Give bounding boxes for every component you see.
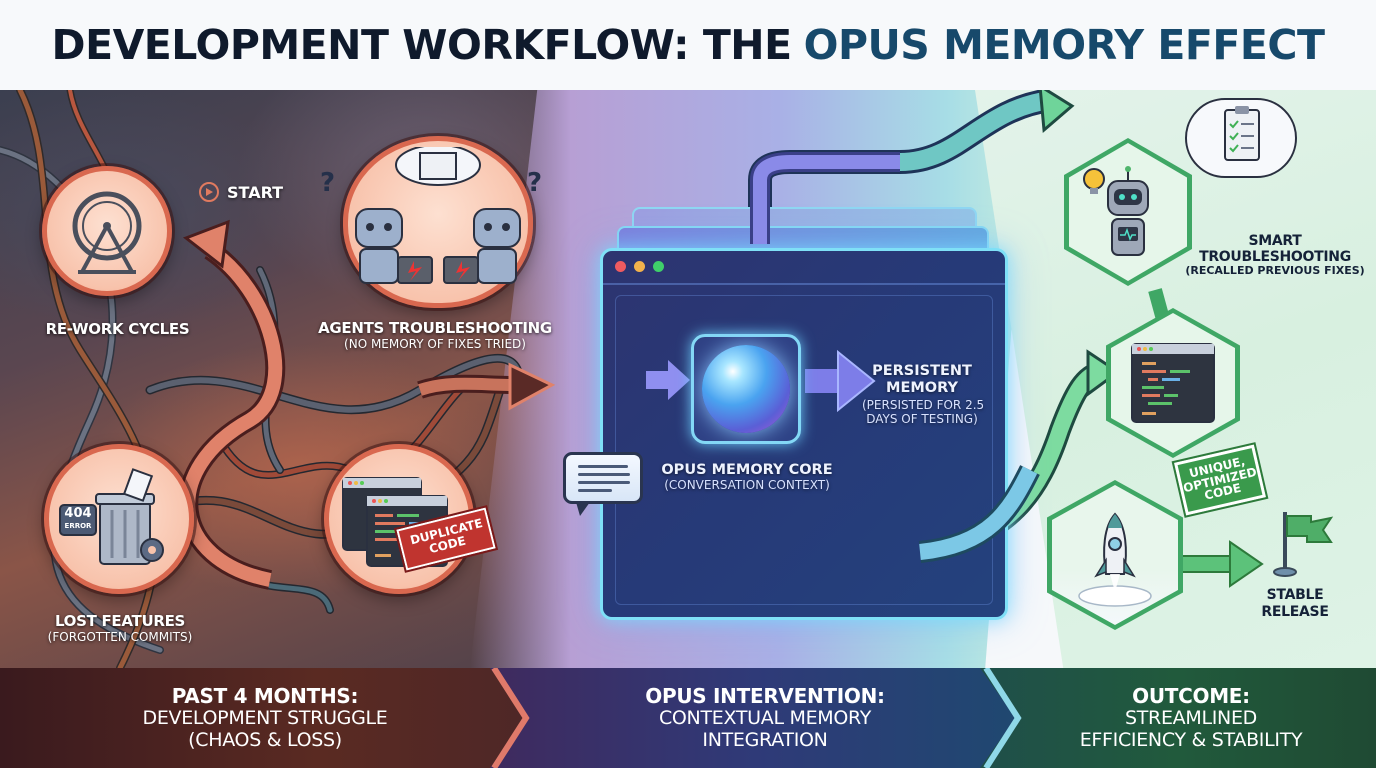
stable-release-label: STABLE RELEASE (1261, 587, 1329, 620)
lost-features-label: LOST FEATURES (FORGOTTEN COMMITS) (47, 612, 193, 644)
question-mark-left-icon: ? (320, 168, 335, 198)
page-title: DEVELOPMENT WORKFLOW: THE OPUS MEMORY EF… (0, 0, 1376, 90)
phase-intervention: OPUS INTERVENTION: CONTEXTUAL MEMORY INT… (490, 668, 1020, 768)
thought-cloud-checklist-icon (1185, 98, 1297, 178)
window-controls (615, 261, 664, 272)
maximize-dot-icon (653, 261, 664, 272)
phase-outcome: OUTCOME: STREAMLINED EFFICIENCY & STABIL… (980, 668, 1376, 768)
optimized-code-node (1106, 308, 1240, 458)
hamster-wheel-icon (72, 191, 142, 274)
close-dot-icon (615, 261, 626, 272)
rework-cycles-node (42, 166, 172, 296)
rocket-icon (1078, 512, 1152, 607)
title-main: DEVELOPMENT WORKFLOW: THE (51, 21, 793, 69)
smart-robot-icon (1083, 166, 1149, 256)
trash-can-icon (95, 468, 164, 565)
persistent-memory-label: PERSISTENT MEMORY (PERSISTED FOR 2.5 DAY… (862, 363, 985, 427)
phase-banner: PAST 4 MONTHS: DEVELOPMENT STRUGGLE (CHA… (0, 668, 1376, 768)
start-label: START (227, 182, 284, 202)
404-error-badge: 404 ERROR (59, 504, 97, 536)
question-mark-right-icon: ? (527, 168, 542, 198)
chat-bubble-icon (563, 452, 643, 516)
memory-window (600, 248, 1008, 620)
start-marker: START (199, 182, 283, 202)
play-icon (199, 182, 219, 202)
title-accent: OPUS MEMORY EFFECT (803, 21, 1325, 69)
smart-troubleshooting-node (1064, 138, 1192, 286)
agents-troubleshooting-label: AGENTS TROUBLESHOOTING (NO MEMORY OF FIX… (318, 319, 552, 351)
smart-troubleshooting-label: SMART TROUBLESHOOTING (RECALLED PREVIOUS… (1185, 233, 1365, 278)
memory-core-label: OPUS MEMORY CORE (CONVERSATION CONTEXT) (661, 462, 833, 492)
chevron-right-icon (983, 668, 1022, 768)
rework-cycles-label: RE-WORK CYCLES (45, 320, 190, 338)
phase-struggle: PAST 4 MONTHS: DEVELOPMENT STRUGGLE (CHA… (0, 668, 530, 768)
code-window-icon (1131, 343, 1215, 423)
workflow-diagram: START RE-WORK CYCLES (0, 90, 1376, 668)
confused-robots-icon (355, 147, 521, 284)
flag-icon (1271, 508, 1335, 583)
minimize-dot-icon (634, 261, 645, 272)
agents-troubleshooting-node (343, 136, 533, 308)
memory-orb-icon (702, 345, 790, 433)
chevron-right-icon (491, 668, 530, 768)
